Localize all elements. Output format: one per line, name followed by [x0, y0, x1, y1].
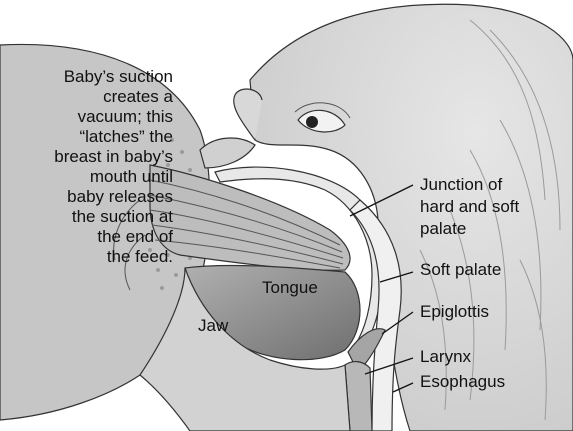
tongue-label: Tongue	[262, 278, 318, 297]
caption-line: the end of	[97, 227, 173, 246]
caption-line: breast in baby’s	[54, 147, 173, 166]
caption-line: the suction at	[72, 207, 173, 226]
junction-label-line: hard and soft	[420, 197, 520, 216]
jaw-label: Jaw	[198, 316, 229, 335]
caption-line: mouth until	[90, 167, 173, 186]
caption-line: the feed.	[107, 247, 173, 266]
caption-line: vacuum; this	[78, 107, 173, 126]
caption-line: Baby’s suction	[64, 67, 173, 86]
caption-line: “latches” the	[79, 127, 173, 146]
epiglottis-label: Epiglottis	[420, 302, 489, 321]
caption-line: baby releases	[67, 187, 173, 206]
esophagus-label: Esophagus	[420, 372, 505, 391]
larynx-label: Larynx	[420, 347, 472, 366]
junction-label-line: Junction of	[420, 175, 502, 194]
junction-label-line: palate	[420, 219, 466, 238]
caption-line: creates a	[103, 87, 173, 106]
soft-palate-label: Soft palate	[420, 260, 501, 279]
